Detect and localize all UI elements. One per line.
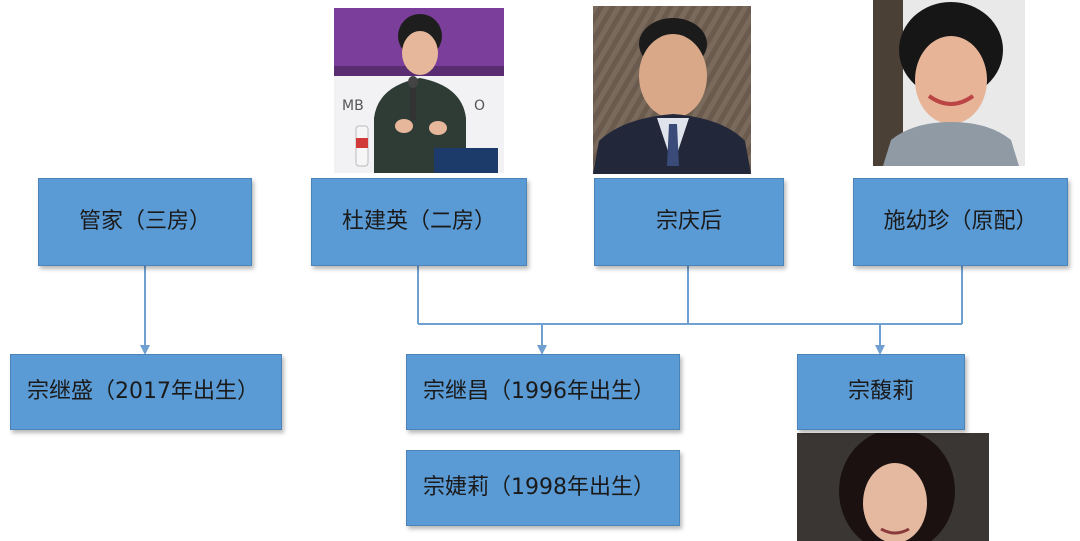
photo-zongqinghou	[593, 6, 751, 174]
node-zongjichang: 宗继昌（1996年出生）	[406, 354, 680, 430]
portrait-woman-icon	[873, 0, 1025, 166]
node-zongfuli: 宗馥莉	[797, 354, 965, 430]
node-guanjia: 管家（三房）	[38, 178, 252, 266]
node-zongjieli: 宗婕莉（1998年出生）	[406, 450, 680, 526]
portrait-woman-speaking-icon: MB O	[334, 8, 504, 173]
node-zongqinghou: 宗庆后	[594, 178, 784, 266]
portrait-man-icon	[593, 6, 751, 174]
node-dujianying: 杜建英（二房）	[311, 178, 527, 266]
photo-shiyouzhen	[873, 0, 1025, 166]
node-zongjisheng: 宗继盛（2017年出生）	[10, 354, 282, 430]
svg-text:O: O	[474, 98, 485, 114]
svg-text:MB: MB	[342, 98, 364, 114]
node-shiyouzhen: 施幼珍（原配）	[853, 178, 1068, 266]
photo-dujianying: MB O	[334, 8, 504, 173]
photo-zongfuli	[797, 433, 989, 541]
portrait-woman-icon	[797, 433, 989, 541]
